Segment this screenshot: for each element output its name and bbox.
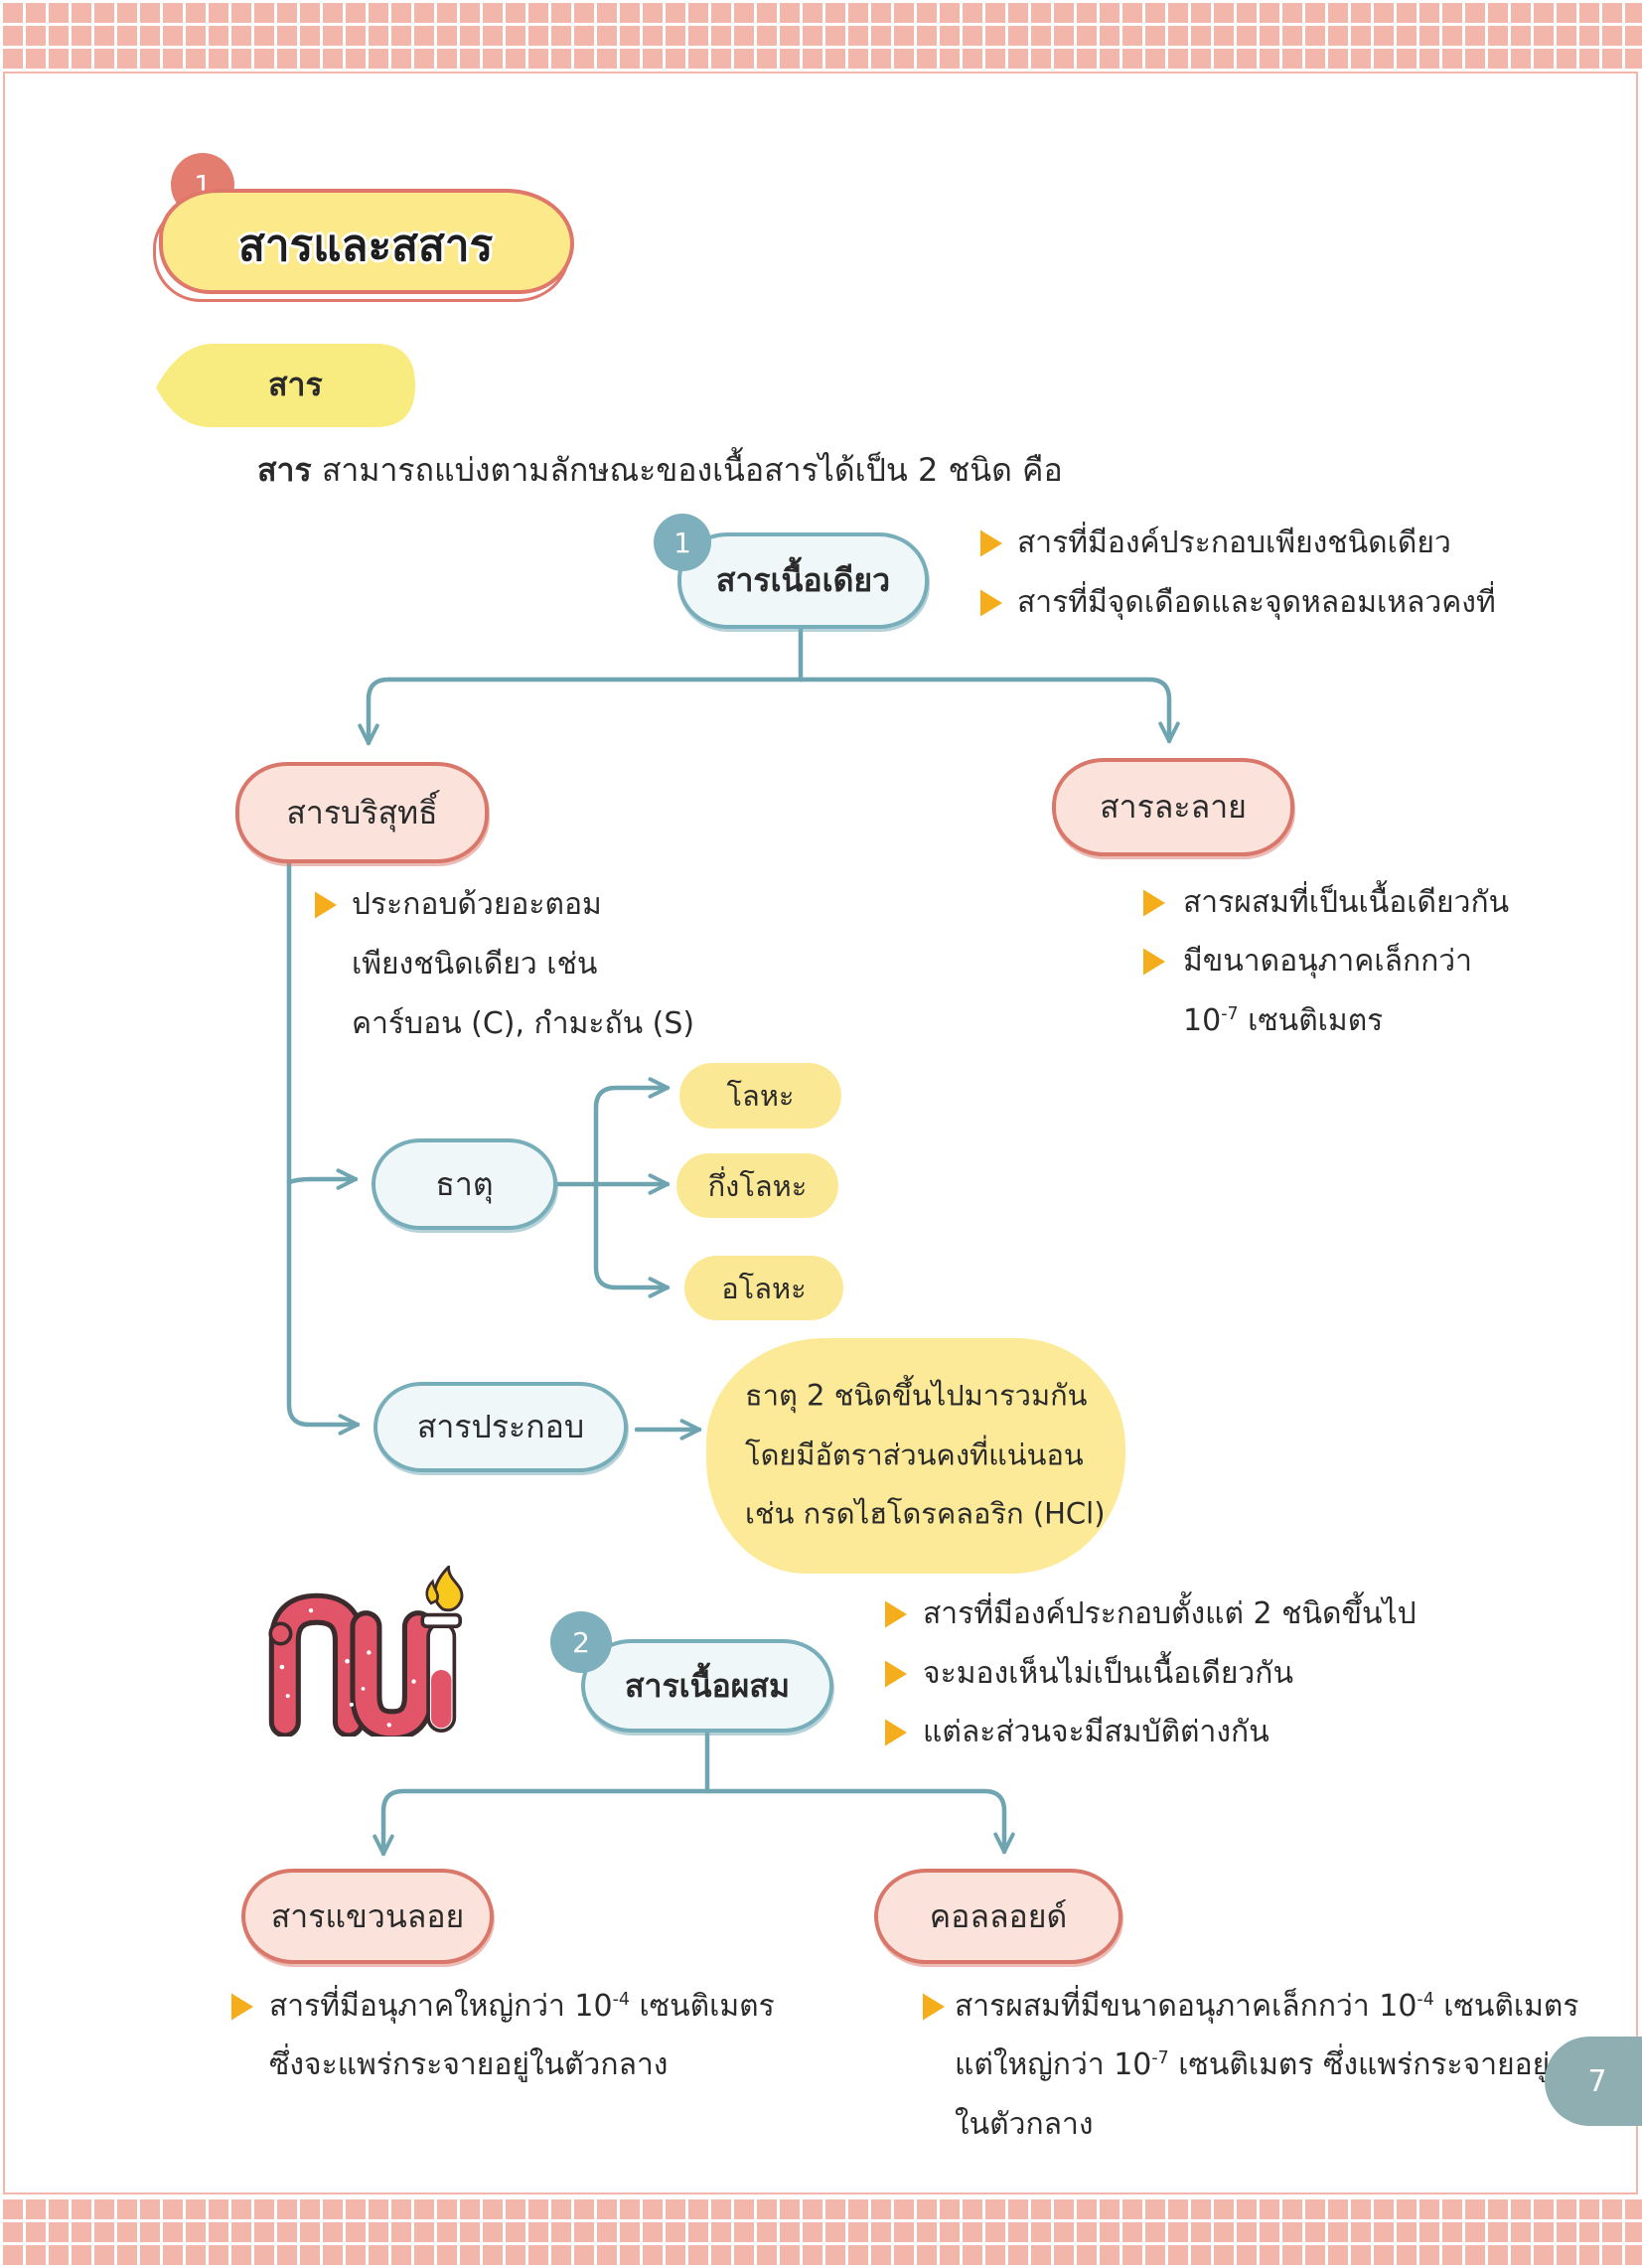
exponent: -4 (612, 1990, 630, 2010)
homogeneous-label: สารเนื้อเดียว (715, 561, 891, 599)
metalloid-pill: กึ่งโลหะ (676, 1153, 838, 1218)
description-text: สารที่มีอนุภาคใหญ่กว่า 10 (269, 1989, 613, 2024)
description-text: แต่ใหญ่กว่า 10 (955, 2047, 1152, 2082)
heterogeneous-number: 2 (572, 1625, 590, 1659)
heterogeneous-bullet: จะมองเห็นไม่เป็นเนื้อเดียวกัน (923, 1656, 1293, 1691)
pure-substance-description: ประกอบด้วยอะตอม (352, 887, 602, 922)
heterogeneous-label: สารเนื้อผสม (624, 1666, 791, 1705)
colloid-node: คอลลอยด์ (874, 1869, 1122, 1964)
suspension-label: สารแขวนลอย (270, 1896, 465, 1935)
exponent: -7 (1151, 2048, 1169, 2068)
unit-text: เซนติเมตร (1238, 1003, 1384, 1038)
compound-definition-line: โดยมีอัตราส่วนคงที่แน่นอน (745, 1437, 1084, 1472)
colloid-description: สารผสมที่มีขนาดอนุภาคเล็กกว่า 10-4 เซนติ… (955, 1989, 1579, 2025)
exponent: -4 (1417, 1990, 1434, 2010)
page-number-tab: 7 (1545, 2037, 1642, 2126)
pure-substance-node: สารบริสุทธิ์ (235, 762, 489, 863)
heterogeneous-number-badge: 2 (550, 1611, 612, 1673)
intro-text: สามารถแบ่งตามลักษณะของเนื้อสารได้เป็น 2 … (311, 450, 1063, 489)
solution-node: สารละลาย (1052, 758, 1294, 856)
compound-label: สารประกอบ (416, 1408, 585, 1445)
number-base: 10 (1183, 1003, 1222, 1038)
unit-text: เซนติเมตร (1433, 1989, 1579, 2024)
pure-substance-description: เพียงชนิดเดียว เช่น (352, 947, 598, 982)
homogeneous-number-badge: 1 (654, 514, 711, 571)
intro-sentence: สาร สามารถแบ่งตามลักษณะของเนื้อสารได้เป็… (257, 451, 1063, 489)
homogeneous-number: 1 (673, 526, 691, 559)
section-title: สารและสสาร (238, 221, 494, 271)
compound-definition-blob (706, 1338, 1125, 1574)
suspension-description: สารที่มีอนุภาคใหญ่กว่า 10-4 เซนติเมตร (269, 1989, 775, 2025)
intro-term: สาร (257, 450, 312, 489)
exponent: -7 (1221, 1004, 1239, 1024)
pure-substance-description: คาร์บอน (C), กำมะถัน (S) (352, 1006, 695, 1041)
colloid-label: คอลลอยด์ (929, 1896, 1068, 1935)
nonmetal-label: อโลหะ (721, 1271, 807, 1305)
homogeneous-bullet: สารที่มีองค์ประกอบเพียงชนิดเดียว (1017, 526, 1451, 560)
bottom-grid-border (0, 2196, 1642, 2268)
page-frame (3, 72, 1638, 2194)
unit-text: เซนติเมตร ซึ่งแพร่กระจายอยู่ (1168, 2047, 1551, 2082)
metalloid-label: กึ่งโลหะ (707, 1168, 808, 1203)
solution-bullet: มีขนาดอนุภาคเล็กกว่า (1183, 944, 1472, 979)
homogeneous-bullet: สารที่มีจุดเดือดและจุดหลอมเหลวคงที่ (1017, 585, 1496, 620)
homogeneous-node: สารเนื้อเดียว (677, 532, 929, 629)
nonmetal-pill: อโลหะ (684, 1256, 843, 1320)
element-label: ธาตุ (435, 1164, 494, 1203)
heterogeneous-bullet: สารที่มีองค์ประกอบตั้งแต่ 2 ชนิดขึ้นไป (923, 1596, 1417, 1631)
metal-pill: โลหะ (679, 1063, 841, 1129)
subsection-tag-shape (156, 344, 415, 427)
element-node: ธาตุ (372, 1138, 557, 1230)
test-tube-flame-doodle (268, 1566, 464, 1737)
top-grid-border (0, 0, 1642, 70)
compound-definition-line: ธาตุ 2 ชนิดขึ้นไปมารวมกัน (745, 1378, 1088, 1413)
solution-bullet: สารผสมที่เป็นเนื้อเดียวกัน (1183, 885, 1510, 920)
compound-node: สารประกอบ (373, 1382, 628, 1472)
solution-bullet-continuation: 10-7 เซนติเมตร (1183, 1003, 1383, 1039)
suspension-node: สารแขวนลอย (241, 1869, 494, 1964)
subsection-title: สาร (268, 365, 323, 403)
compound-definition-line: เช่น กรดไฮโดรคลอริก (HCl) (745, 1496, 1106, 1531)
solution-label: สารละลาย (1100, 788, 1247, 826)
metal-label: โลหะ (726, 1079, 795, 1113)
colloid-description: แต่ใหญ่กว่า 10-7 เซนติเมตร ซึ่งแพร่กระจา… (955, 2047, 1550, 2083)
suspension-description: ซึ่งจะแพร่กระจายอยู่ในตัวกลาง (269, 2047, 669, 2082)
unit-text: เซนติเมตร (629, 1989, 775, 2024)
heterogeneous-bullet: แต่ละส่วนจะมีสมบัติต่างกัน (923, 1715, 1269, 1749)
page-number: 7 (1587, 2063, 1607, 2099)
description-text: สารผสมที่มีขนาดอนุภาคเล็กกว่า 10 (955, 1989, 1418, 2024)
pure-substance-label: สารบริสุทธิ์ (286, 793, 438, 832)
heterogeneous-node: สารเนื้อผสม (581, 1639, 833, 1733)
heading-blob (159, 189, 574, 294)
colloid-description: ในตัวกลาง (955, 2107, 1094, 2142)
